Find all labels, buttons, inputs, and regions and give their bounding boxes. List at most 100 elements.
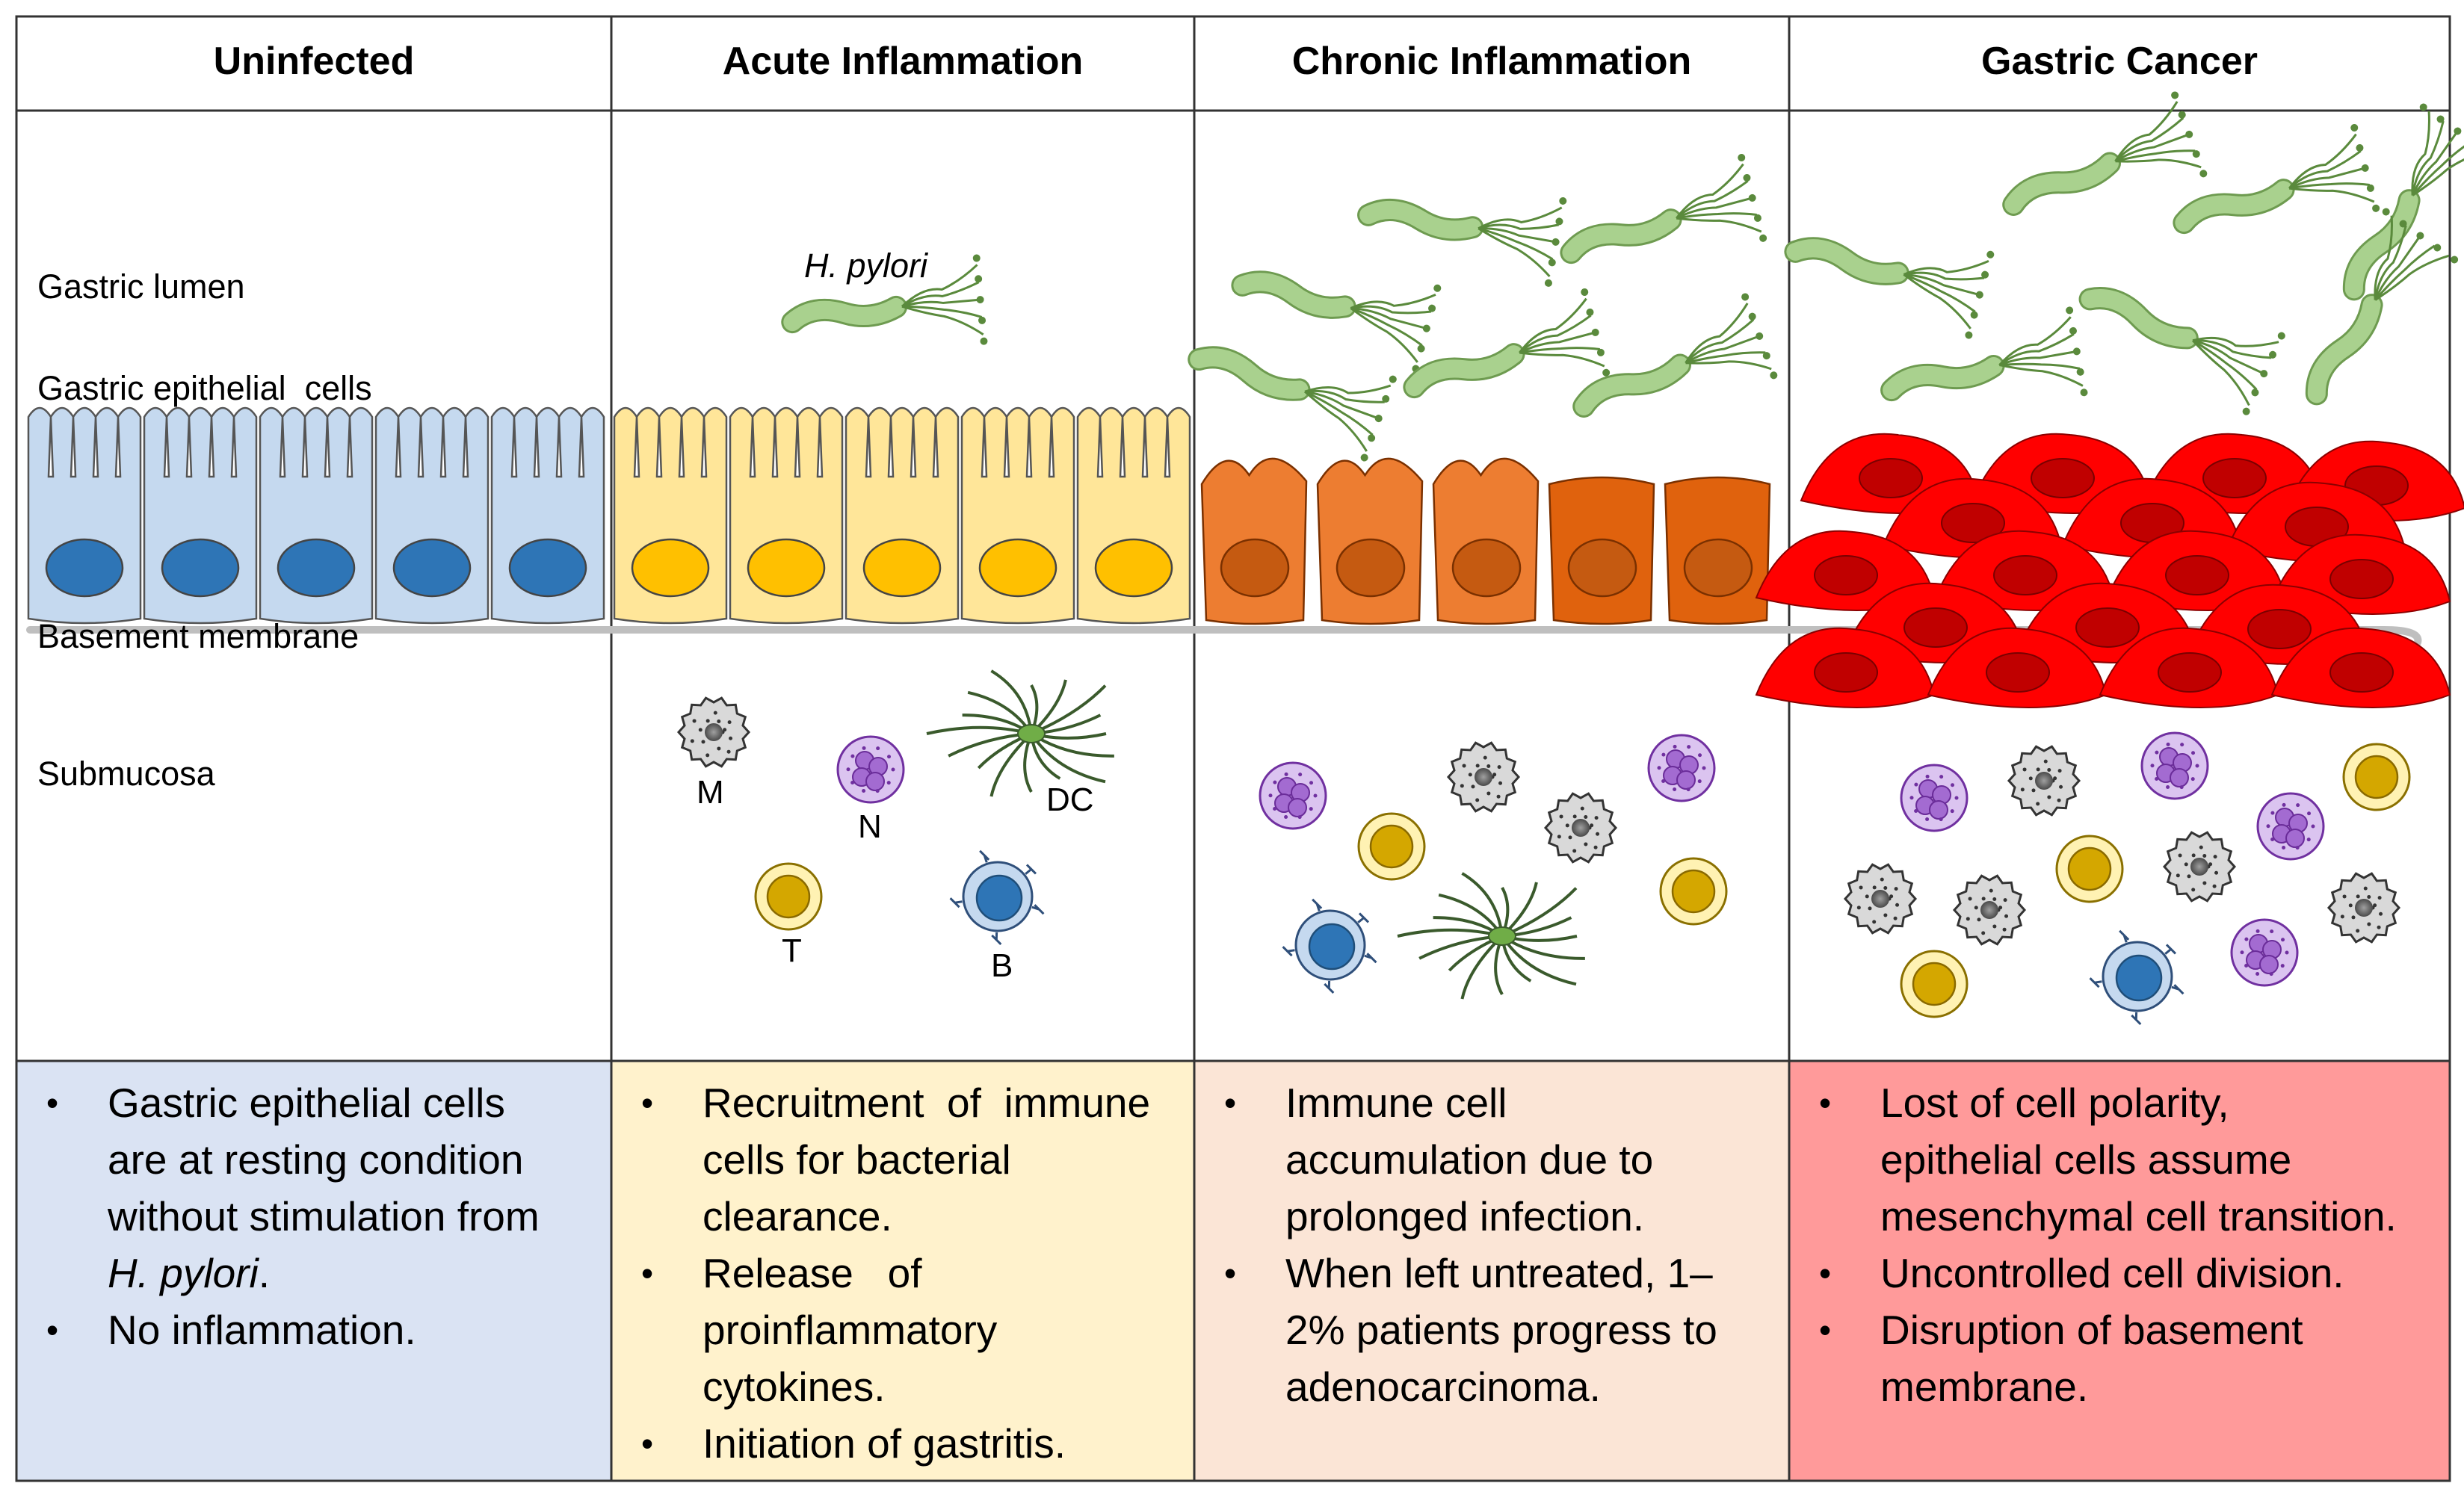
- cancer-cell-nucleus: [1993, 555, 2057, 595]
- macrophage-nucleus: [1871, 890, 1889, 908]
- b-cell-receptor: [1312, 898, 1323, 911]
- granule: [2340, 914, 2344, 919]
- granule: [1580, 806, 1584, 811]
- granule: [2270, 811, 2275, 815]
- granule: [2295, 846, 2300, 850]
- granule: [1673, 787, 1677, 791]
- granule: [862, 746, 866, 750]
- granule: [727, 720, 732, 725]
- bacterium-flagellum: [2374, 254, 2450, 301]
- granule: [1939, 775, 1944, 779]
- flagellum-tip: [1368, 434, 1376, 442]
- hpylori-bacterium: [1784, 237, 1995, 339]
- flagellum-tip: [2178, 111, 2186, 119]
- label-gastric-epithelial-cells: Gastric epithelial cells: [37, 369, 372, 407]
- bacterium-flagellum: [1519, 315, 1592, 354]
- granule: [2214, 870, 2219, 875]
- granule: [2255, 929, 2260, 933]
- cancer-cell-nucleus: [1814, 652, 1878, 693]
- bacterium-body: [1405, 345, 1523, 397]
- granule: [1702, 766, 1706, 770]
- macrophage-cell: [2326, 872, 2401, 944]
- cancer-cell: [2270, 627, 2451, 708]
- granule: [1859, 885, 1863, 890]
- b-cell-receptor: [949, 897, 963, 909]
- bacterium-flagellum: [2374, 215, 2393, 300]
- granule: [1951, 783, 1955, 787]
- desc-line: No inflammation.: [108, 1307, 416, 1353]
- granule: [1492, 773, 1497, 777]
- granule: [1471, 784, 1475, 789]
- acute-epithelial-cell: [845, 406, 960, 625]
- b-cell-nucleus: [975, 874, 1023, 922]
- hpylori-bacterium: [1403, 288, 1611, 399]
- macrophage-cell: [1446, 741, 1521, 813]
- bacterium-body: [1786, 239, 1907, 283]
- granule: [1596, 832, 1600, 836]
- b-cell: [1282, 898, 1377, 994]
- granule: [2367, 922, 2371, 926]
- granule: [1594, 816, 1599, 820]
- flagellum-tip: [2269, 350, 2277, 359]
- uninfected-epithelial-cell: [259, 406, 374, 625]
- uninfected-nucleus: [277, 538, 356, 598]
- cancer-cells: [1755, 433, 2464, 708]
- macrophage-cell: [2162, 831, 2237, 903]
- granule: [1483, 755, 1487, 760]
- flagellum-tip: [2072, 347, 2081, 356]
- cancer-cell-nucleus: [2202, 458, 2267, 498]
- neutrophil-lobe: [2170, 768, 2189, 787]
- granule: [2255, 971, 2260, 976]
- label-b-cell: B: [991, 947, 1013, 984]
- granule: [717, 719, 721, 724]
- flagellum-tip: [1559, 196, 1567, 205]
- desc-italic-h-pylori: H. pylori: [108, 1250, 259, 1296]
- uninfected-epithelial-cell: [143, 406, 258, 625]
- granule: [2003, 898, 2007, 903]
- flagellum-tip: [2419, 103, 2427, 111]
- bacterium-flagellum: [1676, 180, 1749, 220]
- flagellum-tip: [1382, 394, 1390, 403]
- granule: [723, 728, 727, 732]
- granule: [1565, 823, 1569, 828]
- bacterium-flagellum: [1903, 273, 1976, 313]
- flagellum-tip: [2251, 389, 2259, 397]
- flagellum-tip: [1975, 291, 1983, 299]
- macrophage-cell: [1843, 863, 1918, 935]
- cancer-cell: [1927, 627, 2108, 708]
- b-cell-receptor: [2131, 1012, 2142, 1026]
- granule: [713, 711, 717, 715]
- desc-line: Release of: [703, 1250, 922, 1296]
- bacterium-body: [2081, 289, 2196, 347]
- bacterium-flagellum: [1350, 307, 1423, 347]
- label-t-cell: T: [782, 932, 802, 969]
- b-cell-receptor: [2171, 984, 2184, 995]
- granule: [692, 719, 697, 723]
- granule: [1661, 752, 1666, 757]
- acute-epithelial-cell: [1076, 406, 1191, 625]
- granule: [1298, 773, 1303, 777]
- flagellum-tip: [2454, 127, 2462, 135]
- granule: [2036, 767, 2040, 772]
- granule: [2348, 903, 2353, 908]
- bullet-no-inflammation: No inflammation.: [40, 1301, 589, 1358]
- flagellum-tip: [1743, 173, 1751, 182]
- flagellum-tip: [976, 296, 984, 304]
- granule: [1462, 764, 1466, 768]
- b-cell-nucleus: [1308, 923, 1356, 971]
- t-cell: [2342, 743, 2411, 811]
- granule: [2213, 855, 2217, 859]
- chronic-epithelial-cell-nucleus: [1683, 538, 1753, 598]
- bacterium-flagellum: [1685, 351, 1766, 365]
- granule: [2031, 788, 2036, 793]
- flagellum-tip: [1374, 415, 1383, 423]
- granule: [2367, 895, 2371, 900]
- bacterium-flagellum: [901, 281, 980, 308]
- hpylori-bacterium: [2305, 208, 2459, 406]
- hpylori-bacterium: [1357, 196, 1567, 287]
- granule: [726, 749, 731, 754]
- bacterium-flagellum: [1478, 227, 1554, 261]
- desc-line: proinflammatory: [703, 1307, 998, 1353]
- granule: [1284, 772, 1288, 776]
- granule: [2240, 950, 2244, 955]
